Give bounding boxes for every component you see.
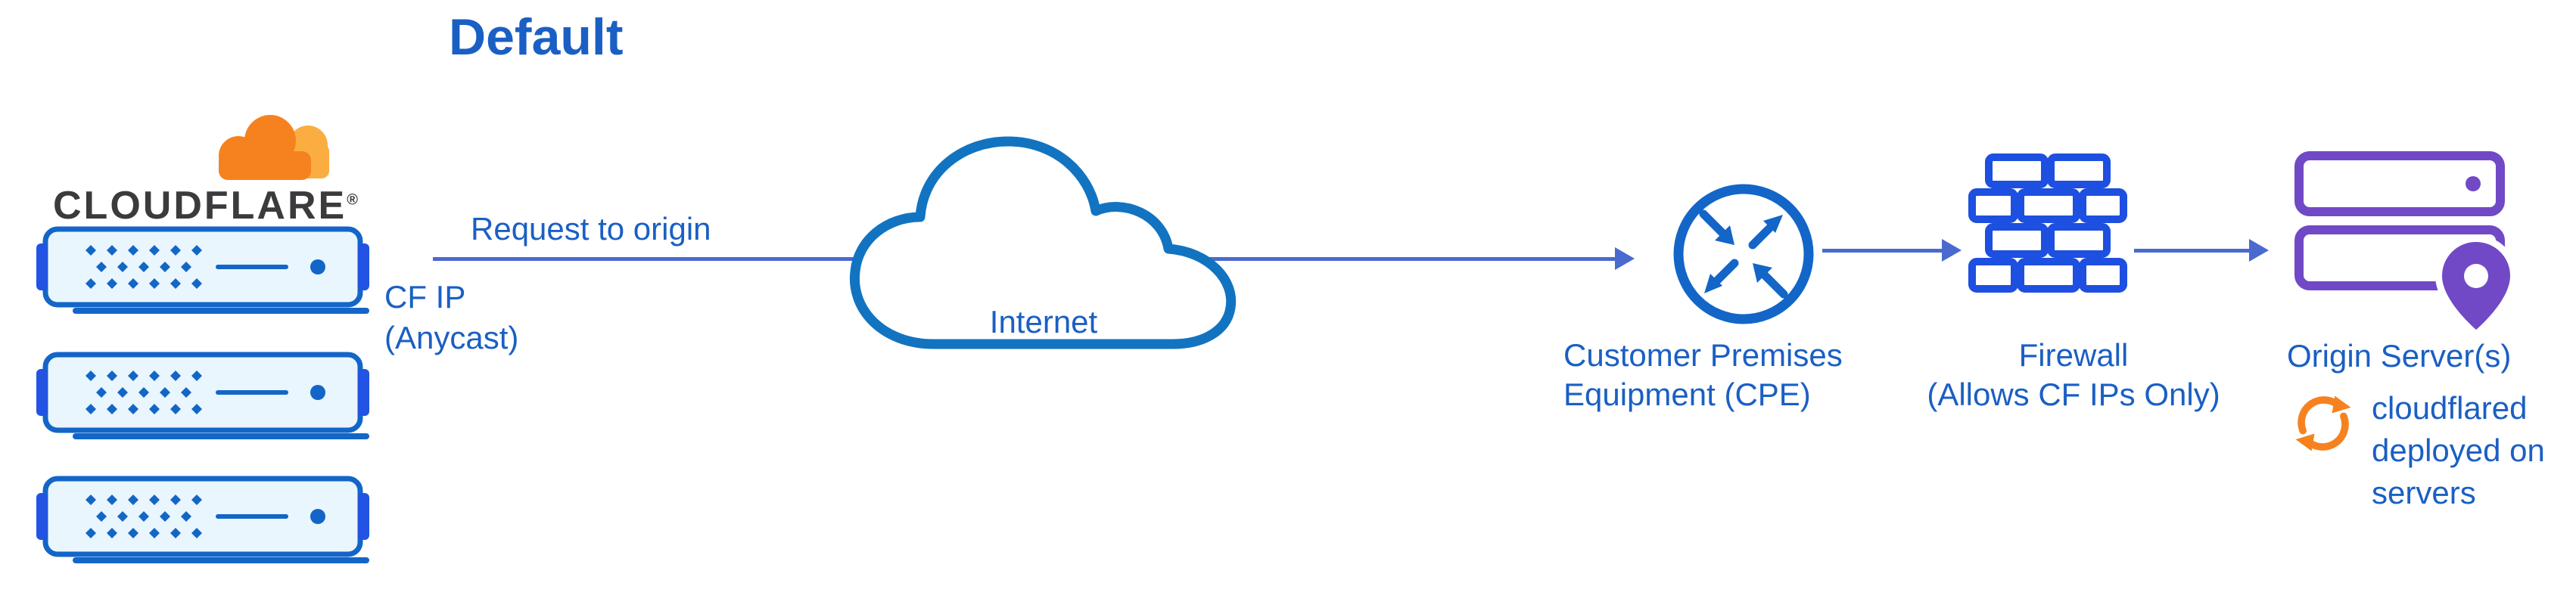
cloudflared-label-line3: servers xyxy=(2372,475,2476,510)
cloudflared-label: cloudflared deployed on servers xyxy=(2372,387,2545,514)
diagram-title: Default xyxy=(449,8,624,66)
edge-server-icon-3 xyxy=(36,474,369,566)
firewall-to-origin-arrow-shaft xyxy=(2134,248,2249,253)
cloudflare-wordmark-text: CLOUDFLARE xyxy=(53,184,347,228)
brick-wall-icon xyxy=(1968,154,2127,293)
cpe-to-firewall-arrow xyxy=(1822,239,1962,262)
cloudflare-cloud-icon xyxy=(219,115,329,180)
firewall-to-origin-arrow xyxy=(2134,239,2269,262)
firewall-label: Firewall (Allows CF IPs Only) xyxy=(1899,336,2248,414)
cloudflare-wordmark: CLOUDFLARE® xyxy=(53,183,358,228)
cloudflared-label-line2: deployed on xyxy=(2372,433,2545,468)
cpe-to-firewall-arrow-shaft xyxy=(1822,248,1942,253)
cf-ip-anycast-label: CF IP (Anycast) xyxy=(384,277,518,358)
edge-server-icon-2 xyxy=(36,350,369,442)
cf-ip-line1: CF IP xyxy=(384,279,466,315)
firewall-to-origin-arrow-head xyxy=(2249,239,2269,262)
router-circle-arrows-icon xyxy=(1673,184,1814,324)
cloudflared-sync-icon xyxy=(2295,395,2351,451)
cpe-label-line2: Equipment (CPE) xyxy=(1563,377,1811,412)
internet-cloud: Internet xyxy=(820,104,1267,380)
cloud-icon xyxy=(849,136,1237,349)
cloudflared-label-line1: cloudflared xyxy=(2372,390,2528,426)
cloudflare-logo: CLOUDFLARE® xyxy=(53,106,371,234)
cpe-label: Customer Premises Equipment (CPE) xyxy=(1563,336,1843,414)
cpe-to-firewall-arrow-head xyxy=(1942,239,1962,262)
cpe-label-line1: Customer Premises xyxy=(1563,337,1843,373)
origin-servers-label: Origin Server(s) xyxy=(2287,338,2512,374)
firewall-label-line1: Firewall xyxy=(2018,337,2129,373)
origin-servers-icon xyxy=(2293,150,2520,340)
internet-label: Internet xyxy=(989,304,1098,340)
request-to-origin-label: Request to origin xyxy=(471,211,711,247)
cpe-icon xyxy=(1668,178,1819,330)
registered-mark: ® xyxy=(347,191,358,209)
request-arrow-head xyxy=(1615,247,1635,270)
edge-server-icon-1 xyxy=(36,225,369,317)
firewall-label-line2: (Allows CF IPs Only) xyxy=(1927,377,2220,412)
firewall-icon xyxy=(1968,151,2128,296)
server-stack-location-pin-icon xyxy=(2294,151,2518,339)
cf-ip-line2: (Anycast) xyxy=(384,320,519,355)
